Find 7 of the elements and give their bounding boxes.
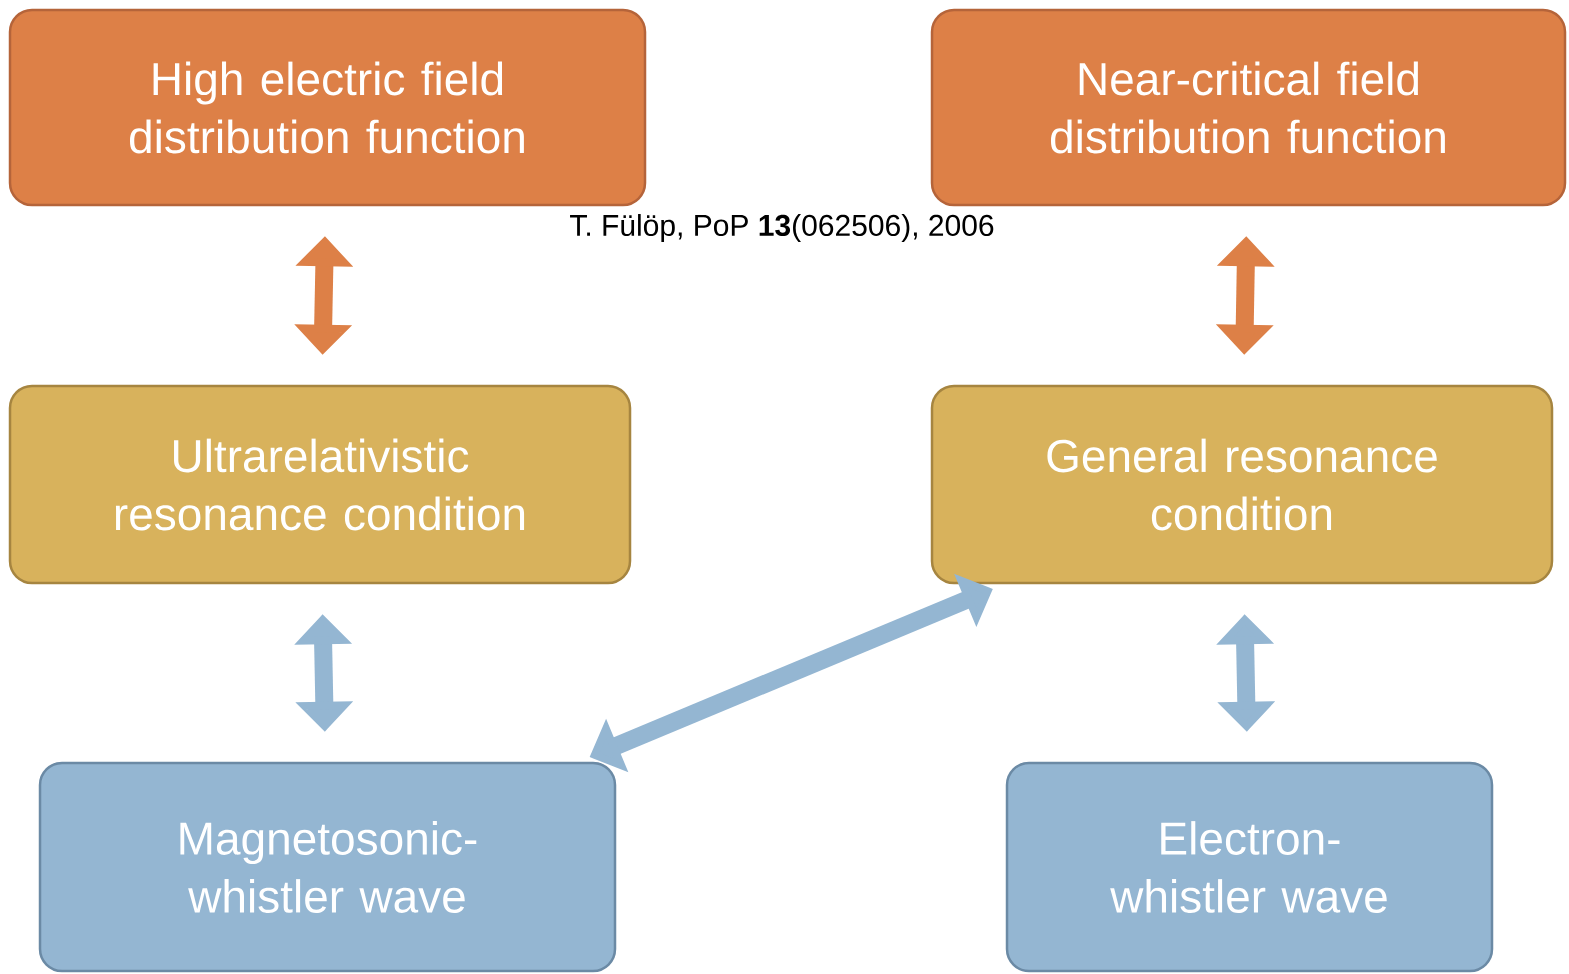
process-box: Near-critical field distribution function [930, 8, 1567, 207]
process-box: General resonance condition [930, 384, 1554, 585]
process-box: Magnetosonic-whistler wave [38, 761, 617, 973]
citation: T. Fülöp, PoP 13(062506), 2006 [570, 214, 994, 242]
process-box: High electric field distribution function [8, 8, 647, 207]
process-box: Ultrarelativistic resonance condition [8, 384, 632, 585]
process-box: Electron-whistler wave [1005, 761, 1494, 973]
